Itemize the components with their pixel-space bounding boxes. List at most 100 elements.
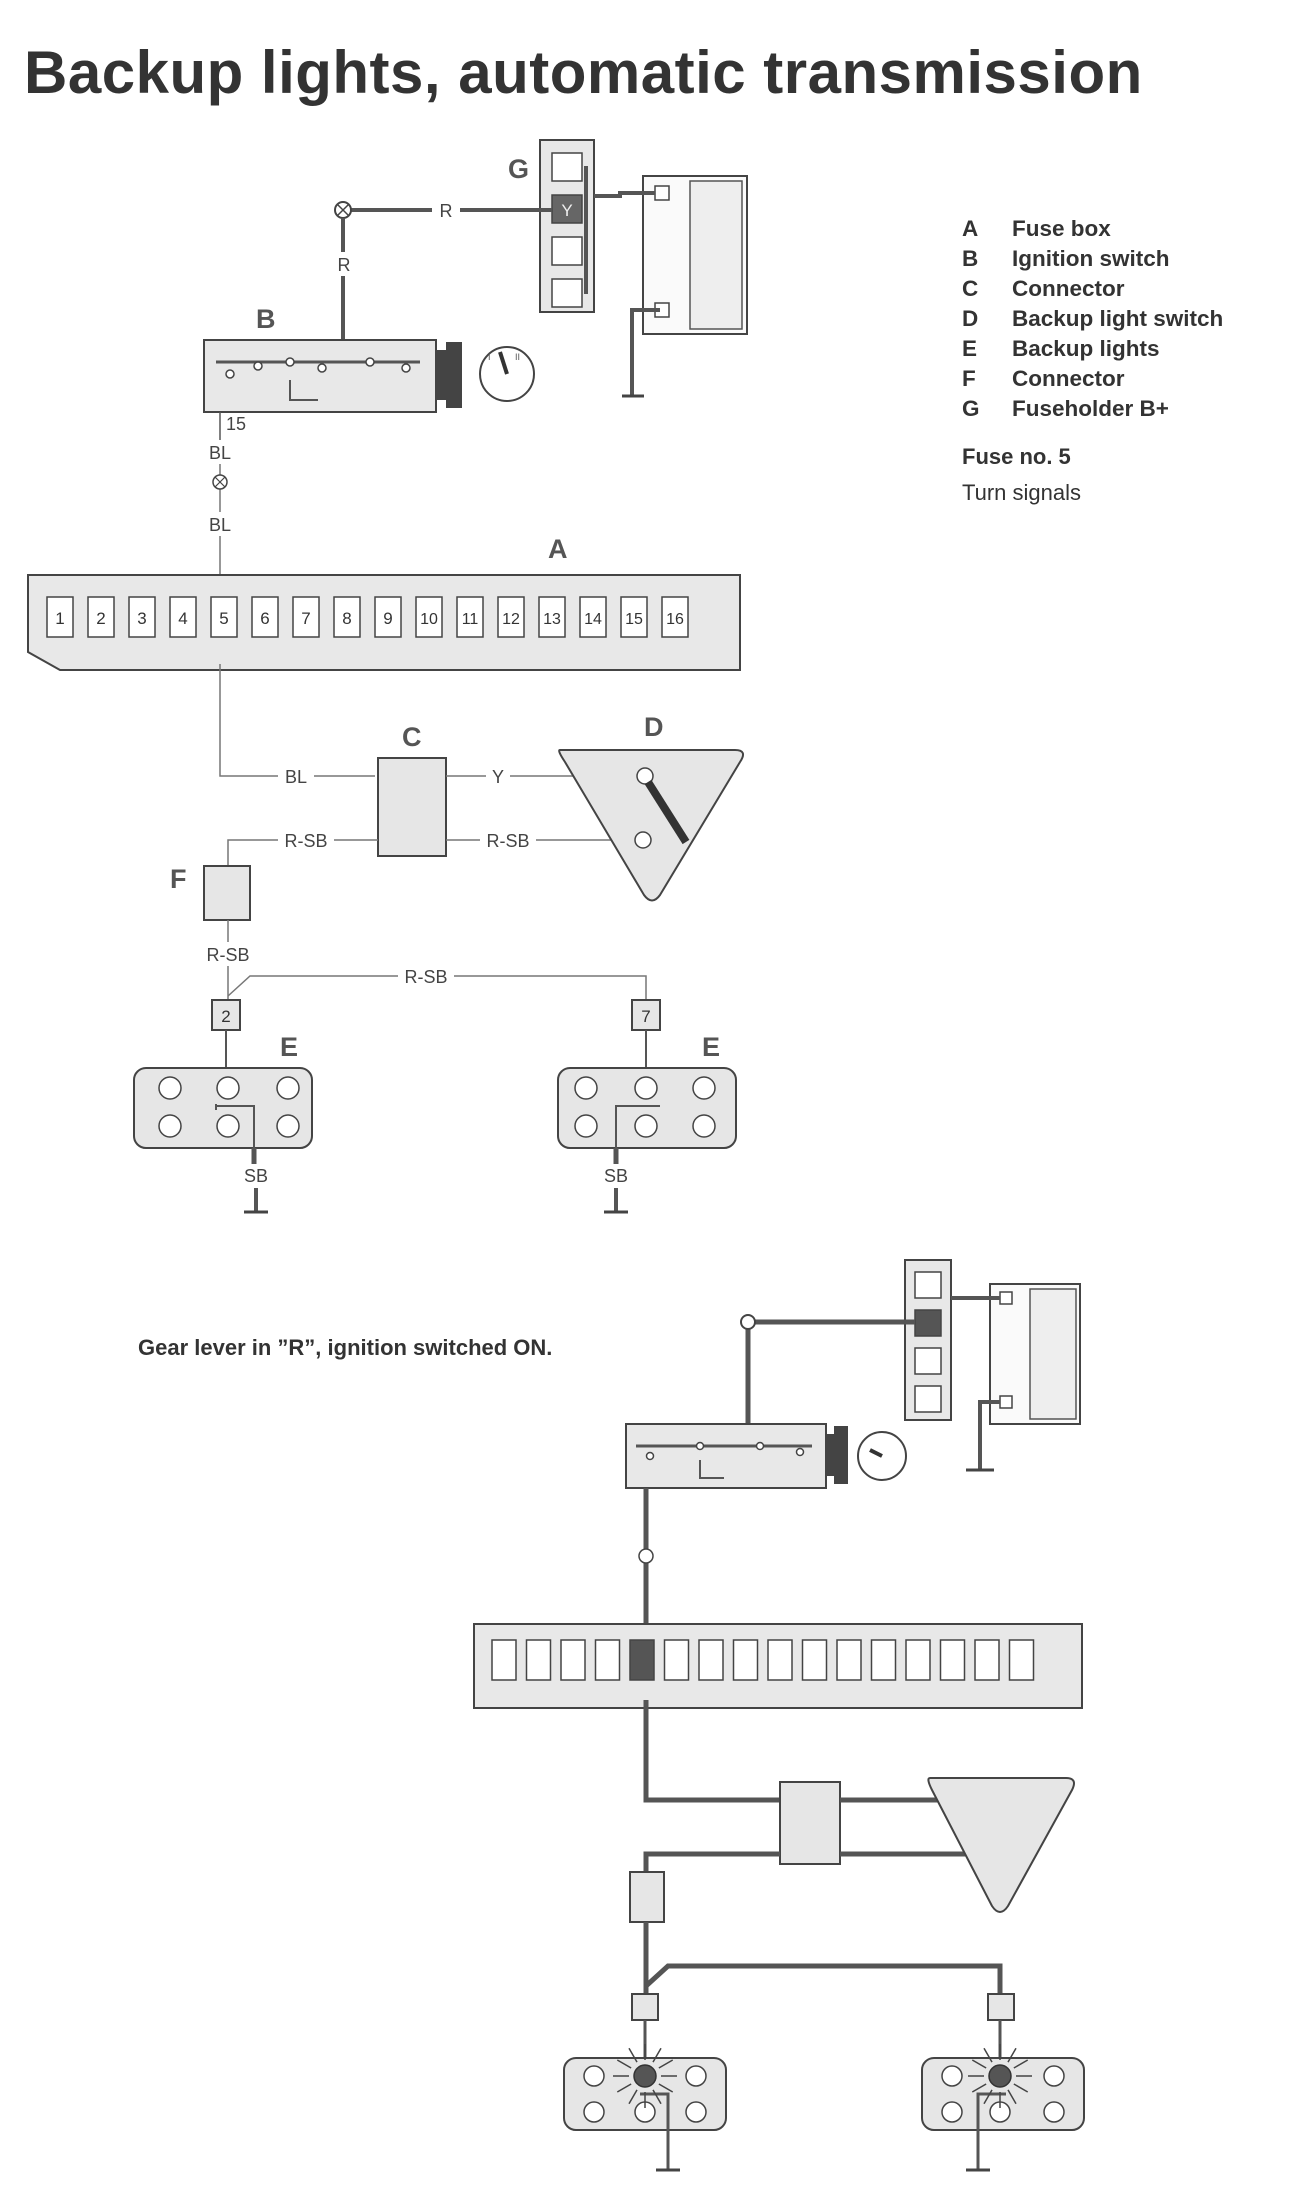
fuse-slot [169, 596, 197, 638]
light-ray [658, 2059, 674, 2069]
legend-item: B Ignition switch [962, 244, 1282, 274]
fuse-slot [538, 596, 566, 638]
fuse-slot-active [905, 1639, 931, 1681]
component-label-e: E [280, 1032, 298, 1062]
fuse-slot-active [525, 1639, 552, 1681]
ignition-key-dial: II I [479, 346, 535, 402]
component-label-c: C [402, 722, 422, 752]
light-rays [613, 2044, 1032, 2108]
legend-key: C [962, 276, 979, 301]
component-label-g: G [508, 154, 529, 184]
legend-label: Fuse box [1012, 216, 1111, 241]
backup-light-switch-d [558, 749, 745, 902]
fuseholder-slot-label: Y [561, 201, 572, 220]
fuse-number: 1 [55, 609, 64, 628]
light-ray [983, 2089, 993, 2105]
light-ray [652, 2047, 662, 2063]
fuse-slot [210, 596, 238, 638]
wire-label-sb: SB [604, 1166, 628, 1186]
wire-label-bl: BL [209, 515, 231, 535]
fuse-number: 6 [260, 609, 269, 628]
page-title: Backup lights, automatic transmission [24, 39, 1143, 106]
fuse-slot [497, 596, 525, 638]
light-ray [616, 2059, 632, 2069]
connector-f-active [629, 1871, 665, 1923]
fuse-number: 7 [301, 609, 310, 628]
svg-text:I: I [488, 352, 491, 362]
fuse-number: 8 [342, 609, 351, 628]
fuse-slot-active [629, 1639, 655, 1681]
fuse-number: 10 [420, 611, 438, 628]
component-label-b: B [256, 304, 276, 334]
fuse-number: 2 [96, 609, 105, 628]
light-ray [971, 2083, 987, 2093]
fuse-number: 15 [625, 611, 643, 628]
legend-label: Backup light switch [1012, 306, 1224, 331]
ignition-terminal-label: 15 [226, 414, 246, 434]
component-label-e: E [702, 1032, 720, 1062]
legend-key: F [962, 366, 976, 391]
fuse-slot-active [870, 1639, 897, 1681]
fuse-slot-active [836, 1639, 862, 1681]
fuse-slot-active [560, 1639, 586, 1681]
light-ray [658, 2083, 674, 2093]
connector-c-active [779, 1781, 841, 1865]
fuse-number: 9 [383, 609, 392, 628]
fuse-slot [333, 596, 361, 638]
light-ray [1013, 2083, 1029, 2093]
light-ray [652, 2089, 662, 2105]
legend-label: Ignition switch [1012, 246, 1170, 271]
light-ray [628, 2089, 638, 2105]
pin-label-2: 2 [221, 1007, 230, 1026]
light-ray [1007, 2047, 1017, 2063]
fuse-slot-active [939, 1639, 966, 1681]
legend-item: D Backup light switch [962, 304, 1282, 334]
connector-pin-2 [211, 999, 241, 1031]
fuse-slot [46, 596, 74, 638]
ignition-switch-b-active [625, 1423, 827, 1489]
fuse-slot-active [1008, 1639, 1035, 1681]
legend-label: Connector [1012, 276, 1125, 301]
component-label-f: F [170, 864, 187, 894]
fuseholder-g-active [904, 1259, 952, 1421]
legend-key: D [962, 306, 979, 331]
fuse-row-active [491, 1639, 1035, 1681]
fuse-slot [661, 596, 689, 638]
fuse-number: 4 [178, 609, 187, 628]
fuse-slot [292, 596, 320, 638]
fuse-slot [374, 596, 402, 638]
fuse-number: 14 [584, 611, 602, 628]
connector-f [203, 865, 251, 921]
fuse-slot-active [594, 1639, 621, 1681]
fuse-slot [128, 596, 156, 638]
legend-key: E [962, 336, 978, 361]
connector-pin-2-active [631, 1993, 659, 2021]
fuse-slot [87, 596, 115, 638]
fuse-slot-active [801, 1639, 828, 1681]
wire-label-r-sb: R-SB [486, 831, 529, 851]
legend-item: C Connector [962, 274, 1282, 304]
fuse-slot [251, 596, 279, 638]
ignition-key-dial-active [857, 1431, 907, 1481]
wire-label-r: R [338, 255, 351, 275]
wire-label-r-sb: R-SB [404, 967, 447, 987]
fuse-box-a-active [473, 1623, 1083, 1709]
svg-text:II: II [515, 352, 520, 362]
backup-light-e-left [133, 1067, 313, 1170]
fuse-description: Turn signals [962, 480, 1082, 505]
light-ray [1007, 2089, 1017, 2105]
fuse-slot-active [698, 1639, 724, 1681]
fuse-slot-active [974, 1639, 1000, 1681]
legend-label: Fuseholder B+ [1012, 396, 1169, 421]
fuse-slot-active [491, 1639, 517, 1681]
wire-label-bl: BL [285, 767, 307, 787]
legend-key: B [962, 246, 979, 271]
fuse-number-label: Fuse no. 5 [962, 444, 1071, 469]
fuse-slot [456, 596, 484, 638]
caption: Gear lever in ”R”, ignition switched ON. [138, 1335, 553, 1360]
